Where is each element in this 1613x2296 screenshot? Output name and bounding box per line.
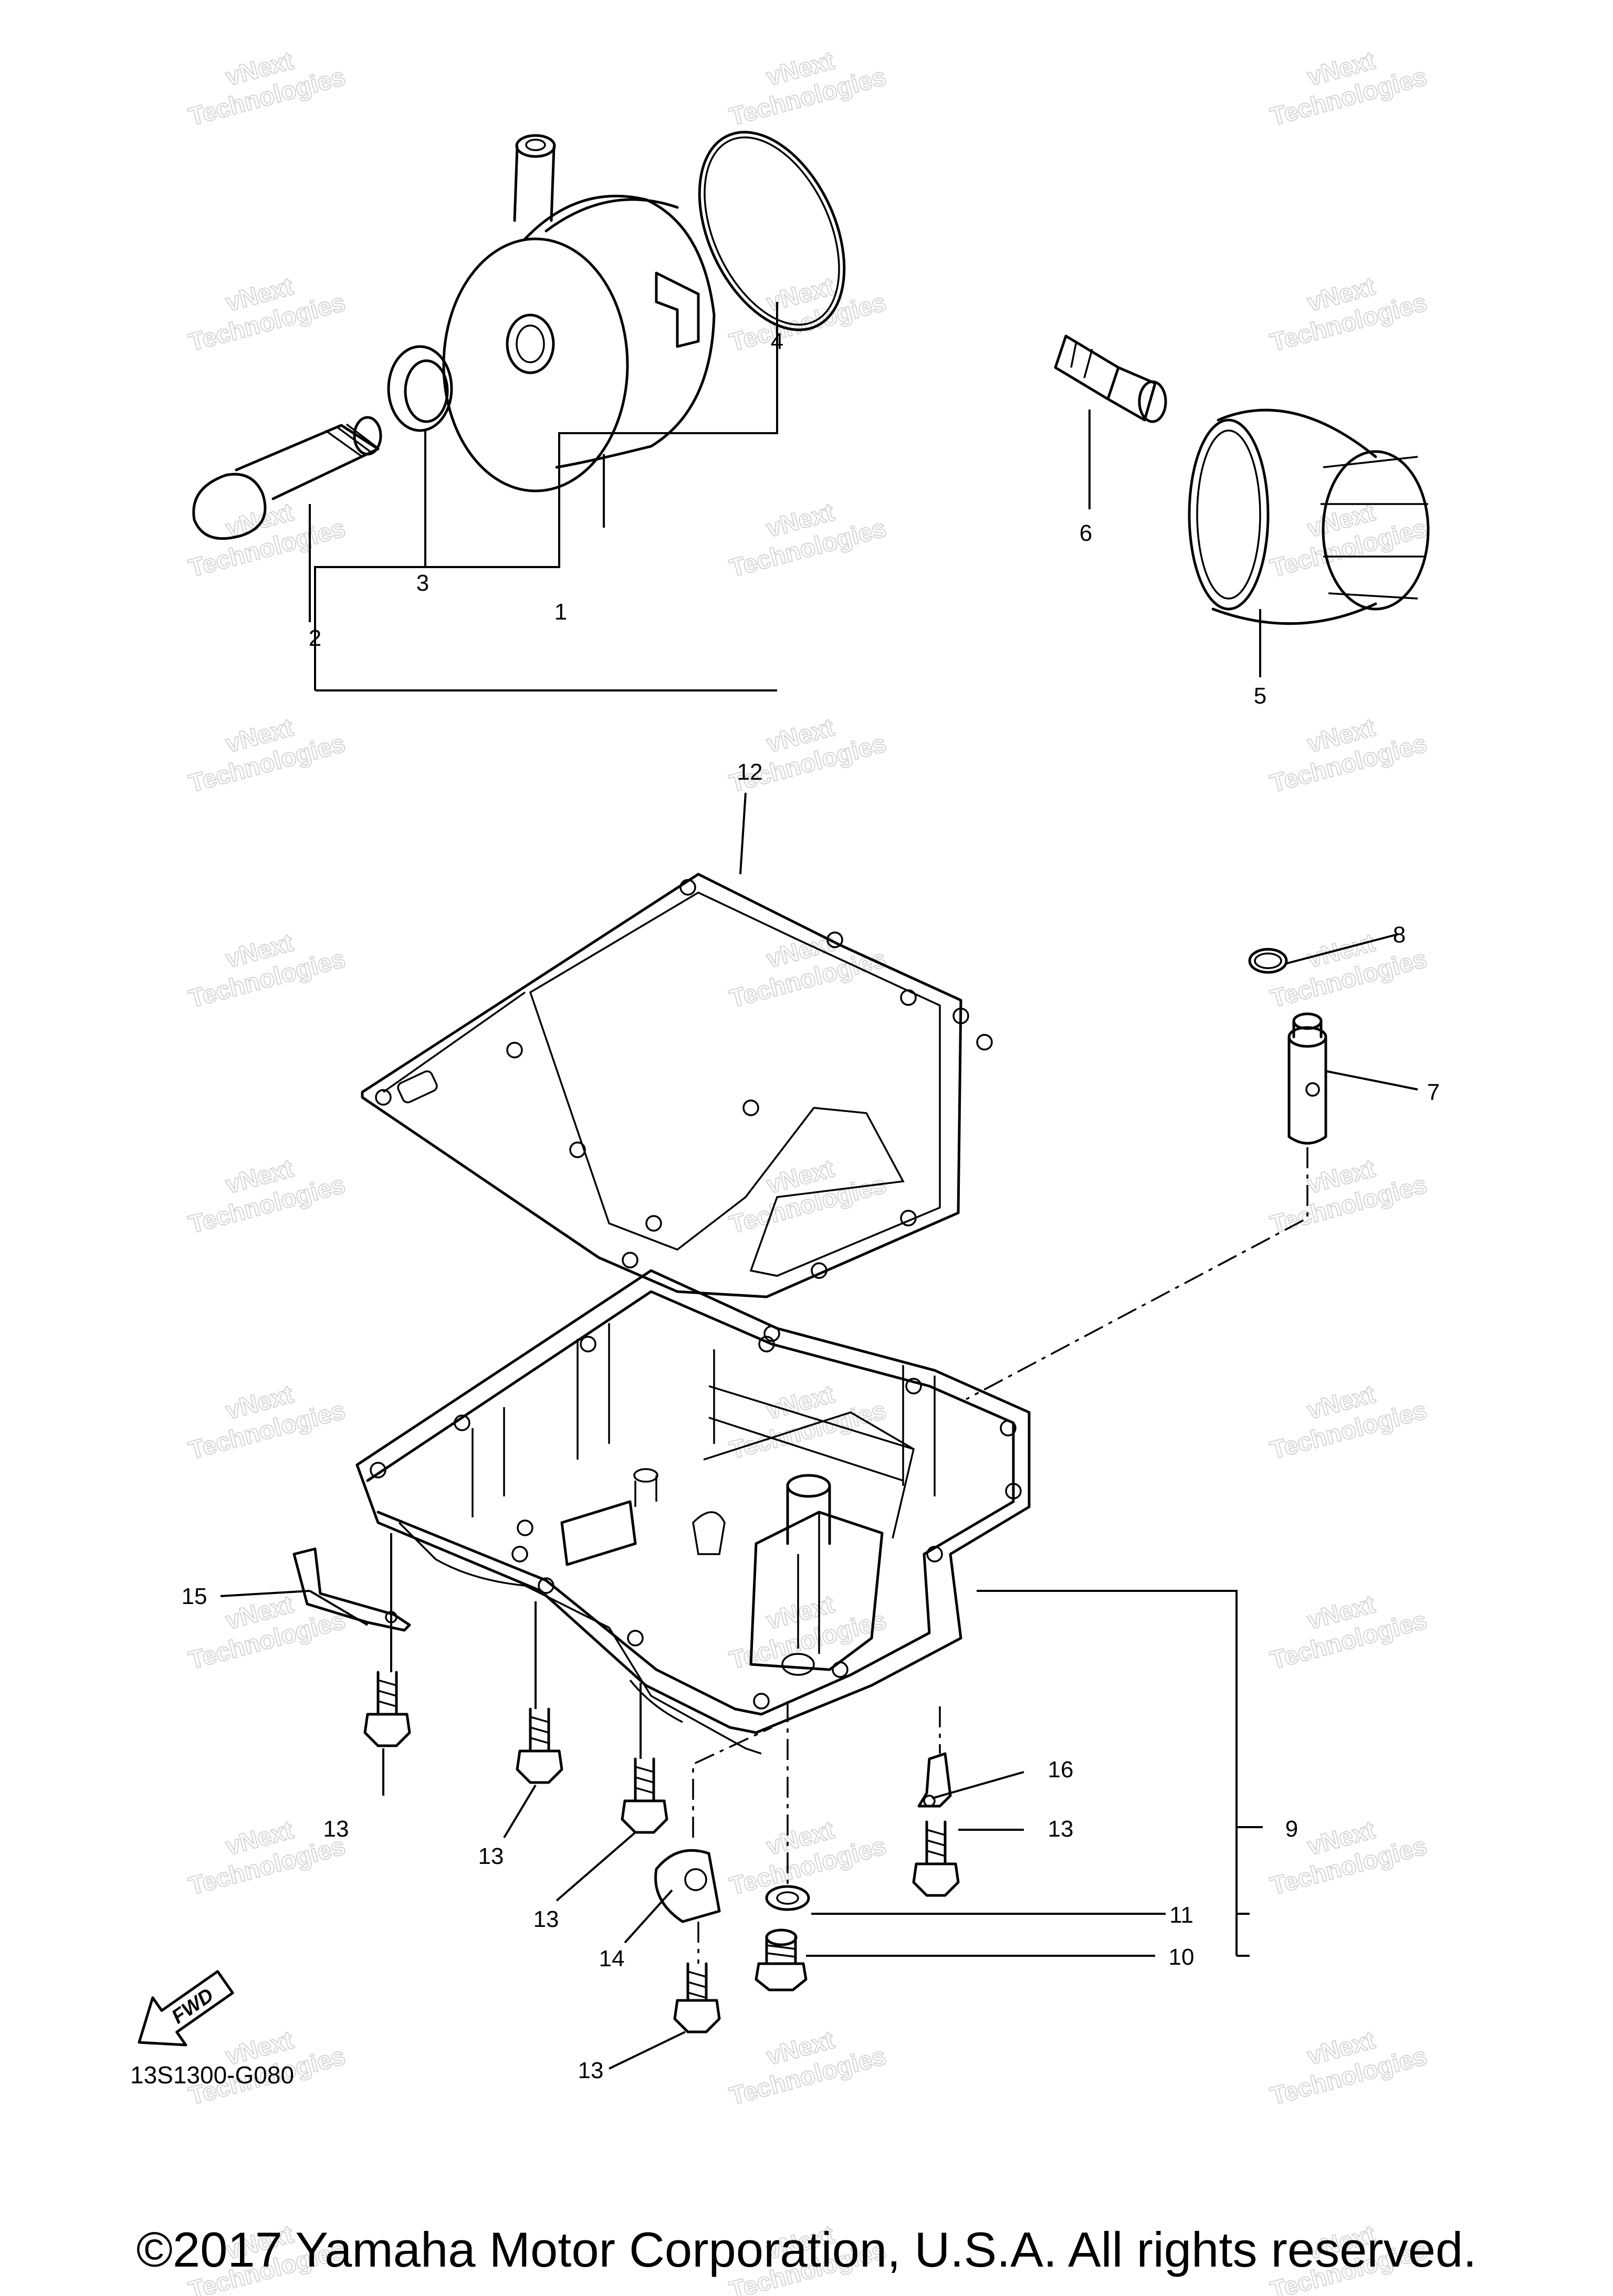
watermark-text: vNextTechnologies bbox=[719, 486, 889, 582]
watermark-text: vNextTechnologies bbox=[179, 260, 348, 357]
bolt-hole bbox=[832, 1661, 849, 1678]
watermark-text: vNextTechnologies bbox=[719, 1578, 889, 1674]
watermark-text: vNextTechnologies bbox=[179, 1368, 348, 1464]
bolt-hole bbox=[679, 879, 696, 896]
oil-filter-part-5 bbox=[1188, 408, 1430, 625]
bolt-hole bbox=[1000, 1420, 1017, 1437]
bolt-part-13-e bbox=[673, 1962, 721, 2033]
callout-labels: 1 2 3 4 5 6 7 8 9 10 11 12 13 13 13 13 1… bbox=[182, 329, 1440, 2083]
bolt-hole bbox=[506, 1042, 523, 1058]
bolt-hole bbox=[370, 1462, 386, 1479]
callout-11: 11 bbox=[1169, 1902, 1193, 1928]
bolt-hole bbox=[926, 1546, 943, 1563]
bolt-hole bbox=[517, 1519, 533, 1536]
oil-pan-part-9 bbox=[355, 1269, 1031, 1755]
gasket-part-12 bbox=[361, 873, 962, 1298]
watermark-text: vNextTechnologies bbox=[1260, 486, 1430, 582]
o-ring-part-4 bbox=[698, 131, 846, 331]
callout-1: 1 bbox=[554, 599, 567, 625]
watermark-text: vNextTechnologies bbox=[179, 1142, 348, 1239]
bolt-hole bbox=[952, 1008, 969, 1024]
watermark-text: vNextTechnologies bbox=[719, 917, 889, 1013]
watermark-text: vNextTechnologies bbox=[179, 35, 348, 131]
diagram-code: 13S1300-G080 bbox=[130, 2061, 295, 2089]
watermark-text: vNextTechnologies bbox=[1260, 35, 1430, 131]
bolt-hole bbox=[538, 1577, 554, 1594]
o-ring-part-8 bbox=[1248, 948, 1288, 974]
callout-13-c: 13 bbox=[533, 1906, 559, 1932]
bolt-part-13-b bbox=[516, 1707, 563, 1784]
union-bolt-part-2 bbox=[192, 416, 382, 540]
bolt-hole bbox=[580, 1336, 596, 1353]
washer-part-11 bbox=[765, 1885, 810, 1911]
bolt-hole bbox=[569, 1141, 586, 1158]
callout-13-e: 13 bbox=[578, 2058, 604, 2083]
bolt-part-13-c bbox=[621, 1757, 668, 1834]
bolt-hole bbox=[826, 931, 843, 948]
watermark-text: vNextTechnologies bbox=[1260, 1578, 1430, 1674]
bolt-hole bbox=[900, 1210, 917, 1226]
bolt-hole bbox=[375, 1089, 392, 1106]
bolt-hole bbox=[976, 1034, 993, 1051]
oil-pan-bolt-holes bbox=[370, 1336, 1022, 1710]
bracket-part-16 bbox=[917, 1752, 952, 1808]
callout-15: 15 bbox=[182, 1584, 207, 1609]
bolt-hole bbox=[742, 1099, 759, 1116]
callout-7: 7 bbox=[1427, 1079, 1440, 1105]
cover-part-14 bbox=[654, 1849, 721, 1923]
callout-8: 8 bbox=[1393, 922, 1406, 948]
bolt-part-13-a bbox=[363, 1671, 411, 1747]
watermark-text: vNextTechnologies bbox=[179, 917, 348, 1013]
callout-16: 16 bbox=[1048, 1757, 1074, 1783]
callout-4: 4 bbox=[771, 329, 783, 354]
callout-13-b: 13 bbox=[478, 1843, 504, 1869]
copyright-notice: ©2017 Yamaha Motor Corporation, U.S.A. A… bbox=[136, 2222, 1477, 2277]
watermark-text: vNextTechnologies bbox=[1260, 1142, 1430, 1239]
watermark-text: vNextTechnologies bbox=[719, 35, 889, 131]
bolt-hole bbox=[753, 1693, 770, 1710]
pipe-part-7 bbox=[1287, 1012, 1327, 1145]
fitting-part-6 bbox=[1054, 334, 1167, 423]
callout-9: 9 bbox=[1285, 1816, 1298, 1842]
callout-5: 5 bbox=[1254, 683, 1266, 709]
bolt-hole bbox=[811, 1262, 828, 1279]
washer-part-3 bbox=[387, 345, 453, 432]
watermark-text: vNextTechnologies bbox=[719, 1804, 889, 1900]
bolt-part-13-d bbox=[912, 1820, 960, 1897]
bolt-hole bbox=[627, 1630, 644, 1647]
watermark-text: vNextTechnologies bbox=[719, 1368, 889, 1464]
bolt-hole bbox=[622, 1252, 638, 1268]
callout-12: 12 bbox=[737, 759, 763, 785]
gasket-bolt-holes bbox=[375, 879, 993, 1342]
callout-14: 14 bbox=[599, 1946, 625, 1972]
watermark-text: vNextTechnologies bbox=[179, 701, 348, 798]
bolt-hole bbox=[905, 1378, 922, 1395]
callout-13-a: 13 bbox=[323, 1816, 349, 1842]
bolt-hole bbox=[1005, 1483, 1022, 1500]
callout-13-d: 13 bbox=[1048, 1816, 1074, 1842]
callout-2: 2 bbox=[309, 625, 321, 651]
bolt-hole bbox=[900, 989, 917, 1006]
watermark-text: vNextTechnologies bbox=[1260, 701, 1430, 798]
watermark-layer: vNextTechnologies vNextTechnologies vNextT… bbox=[179, 35, 1430, 2296]
leader-lines bbox=[220, 302, 1418, 2070]
fwd-arrow-icon: FWD bbox=[138, 1970, 234, 2047]
bolt-hole bbox=[511, 1546, 528, 1563]
drain-bolt-part-10 bbox=[755, 1928, 808, 1991]
bolt-hole bbox=[645, 1215, 662, 1232]
watermark-text: vNextTechnologies bbox=[1260, 1368, 1430, 1464]
callout-10: 10 bbox=[1169, 1944, 1195, 1970]
bolt-hole bbox=[454, 1414, 470, 1431]
watermark-text: vNextTechnologies bbox=[719, 2014, 889, 2110]
callout-3: 3 bbox=[416, 570, 429, 596]
watermark-text: vNextTechnologies bbox=[1260, 2014, 1430, 2110]
bolt-hole bbox=[758, 1336, 775, 1353]
watermark-text: vNextTechnologies bbox=[1260, 260, 1430, 357]
watermark-text: vNextTechnologies bbox=[719, 1142, 889, 1239]
oil-cooler-part-1 bbox=[442, 134, 716, 492]
callout-6: 6 bbox=[1080, 520, 1092, 546]
watermark-text: vNextTechnologies bbox=[719, 260, 889, 357]
